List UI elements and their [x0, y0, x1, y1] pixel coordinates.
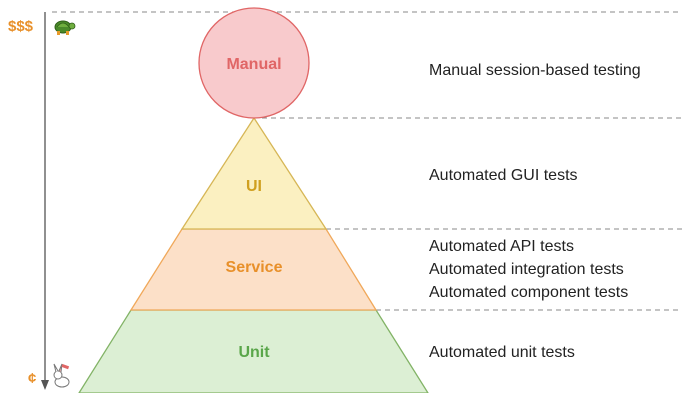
ui-tier: [180, 116, 328, 230]
ui-label: UI: [246, 178, 262, 195]
cost-axis-arrowhead: [41, 380, 49, 390]
manual-label: Manual: [226, 56, 281, 73]
service-description-integration: Automated integration tests: [429, 261, 624, 278]
cost-low-label: ¢: [28, 370, 37, 387]
service-label: Service: [226, 259, 283, 276]
rabbit-icon: [53, 363, 70, 388]
manual-circle: [198, 7, 310, 119]
unit-label: Unit: [238, 344, 270, 361]
unit-description: Automated unit tests: [429, 344, 575, 361]
cost-high-label: $$$: [8, 18, 34, 35]
manual-description: Manual session-based testing: [429, 62, 641, 79]
ui-description: Automated GUI tests: [429, 167, 578, 184]
service-description-component: Automated component tests: [429, 284, 629, 301]
turtle-icon: [54, 20, 76, 35]
service-description-api: Automated API tests: [429, 238, 574, 255]
